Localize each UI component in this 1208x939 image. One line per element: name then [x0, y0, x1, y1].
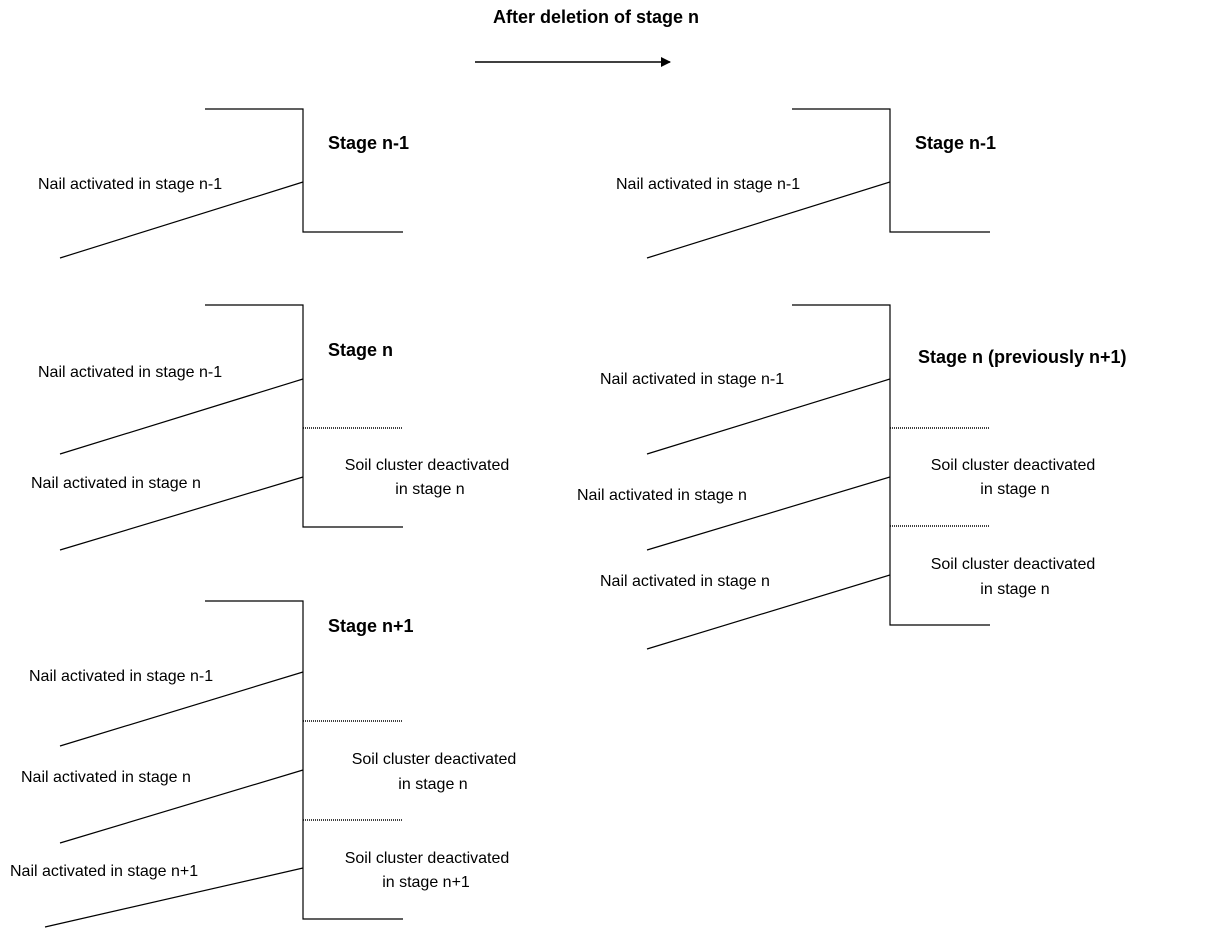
- left-stage-n-plus-1-panel: Stage n+1 Nail activated in stage n-1 Na…: [10, 600, 517, 928]
- cluster-label-line2: in stage n: [980, 581, 1049, 598]
- cluster-label-line2: in stage n: [980, 481, 1049, 498]
- left-stage-n-panel: Stage n Nail activated in stage n-1 Nail…: [31, 304, 510, 551]
- excavation-wall: [205, 600, 403, 920]
- nail-line: [59, 769, 304, 844]
- excavation-wall: [205, 304, 403, 528]
- excavation-wall: [792, 304, 990, 626]
- nail-label: Nail activated in stage n-1: [38, 176, 222, 193]
- stage-title: Stage n-1: [915, 133, 996, 153]
- nail-line: [646, 574, 891, 650]
- nail-line: [646, 181, 891, 259]
- cluster-label-line2: in stage n+1: [382, 874, 470, 891]
- left-stage-n-minus-1-panel: Stage n-1 Nail activated in stage n-1: [38, 108, 409, 259]
- nail-line: [59, 671, 304, 747]
- excavation-wall: [205, 108, 403, 233]
- excavation-wall: [792, 108, 990, 233]
- nail-line: [59, 181, 304, 259]
- diagram-title: After deletion of stage n: [493, 7, 699, 27]
- nail-line: [59, 378, 304, 455]
- nail-label: Nail activated in stage n: [577, 487, 747, 504]
- nail-label: Nail activated in stage n: [21, 769, 191, 786]
- right-stage-n-minus-1-panel: Stage n-1 Nail activated in stage n-1: [616, 108, 996, 259]
- cluster-label-line1: Soil cluster deactivated: [345, 850, 510, 867]
- nail-line: [646, 476, 891, 551]
- nail-label: Nail activated in stage n: [600, 573, 770, 590]
- nail-label: Nail activated in stage n+1: [10, 863, 198, 880]
- cluster-label-line1: Soil cluster deactivated: [345, 457, 510, 474]
- nail-label: Nail activated in stage n: [31, 475, 201, 492]
- nail-label: Nail activated in stage n-1: [29, 668, 213, 685]
- stage-title: Stage n (previously n+1): [918, 347, 1127, 367]
- stage-title: Stage n-1: [328, 133, 409, 153]
- stage-title: Stage n+1: [328, 616, 414, 636]
- nail-label: Nail activated in stage n-1: [38, 364, 222, 381]
- cluster-label-line2: in stage n: [395, 481, 464, 498]
- nail-line: [646, 378, 891, 455]
- nail-line: [59, 476, 304, 551]
- cluster-label-line2: in stage n: [398, 776, 467, 793]
- cluster-label-line1: Soil cluster deactivated: [931, 556, 1096, 573]
- stage-title: Stage n: [328, 340, 393, 360]
- cluster-label-line1: Soil cluster deactivated: [931, 457, 1096, 474]
- nail-label: Nail activated in stage n-1: [616, 176, 800, 193]
- nail-line: [44, 867, 304, 928]
- nail-label: Nail activated in stage n-1: [600, 371, 784, 388]
- cluster-label-line1: Soil cluster deactivated: [352, 751, 517, 768]
- right-stage-n-previously-panel: Stage n (previously n+1) Nail activated …: [577, 304, 1127, 650]
